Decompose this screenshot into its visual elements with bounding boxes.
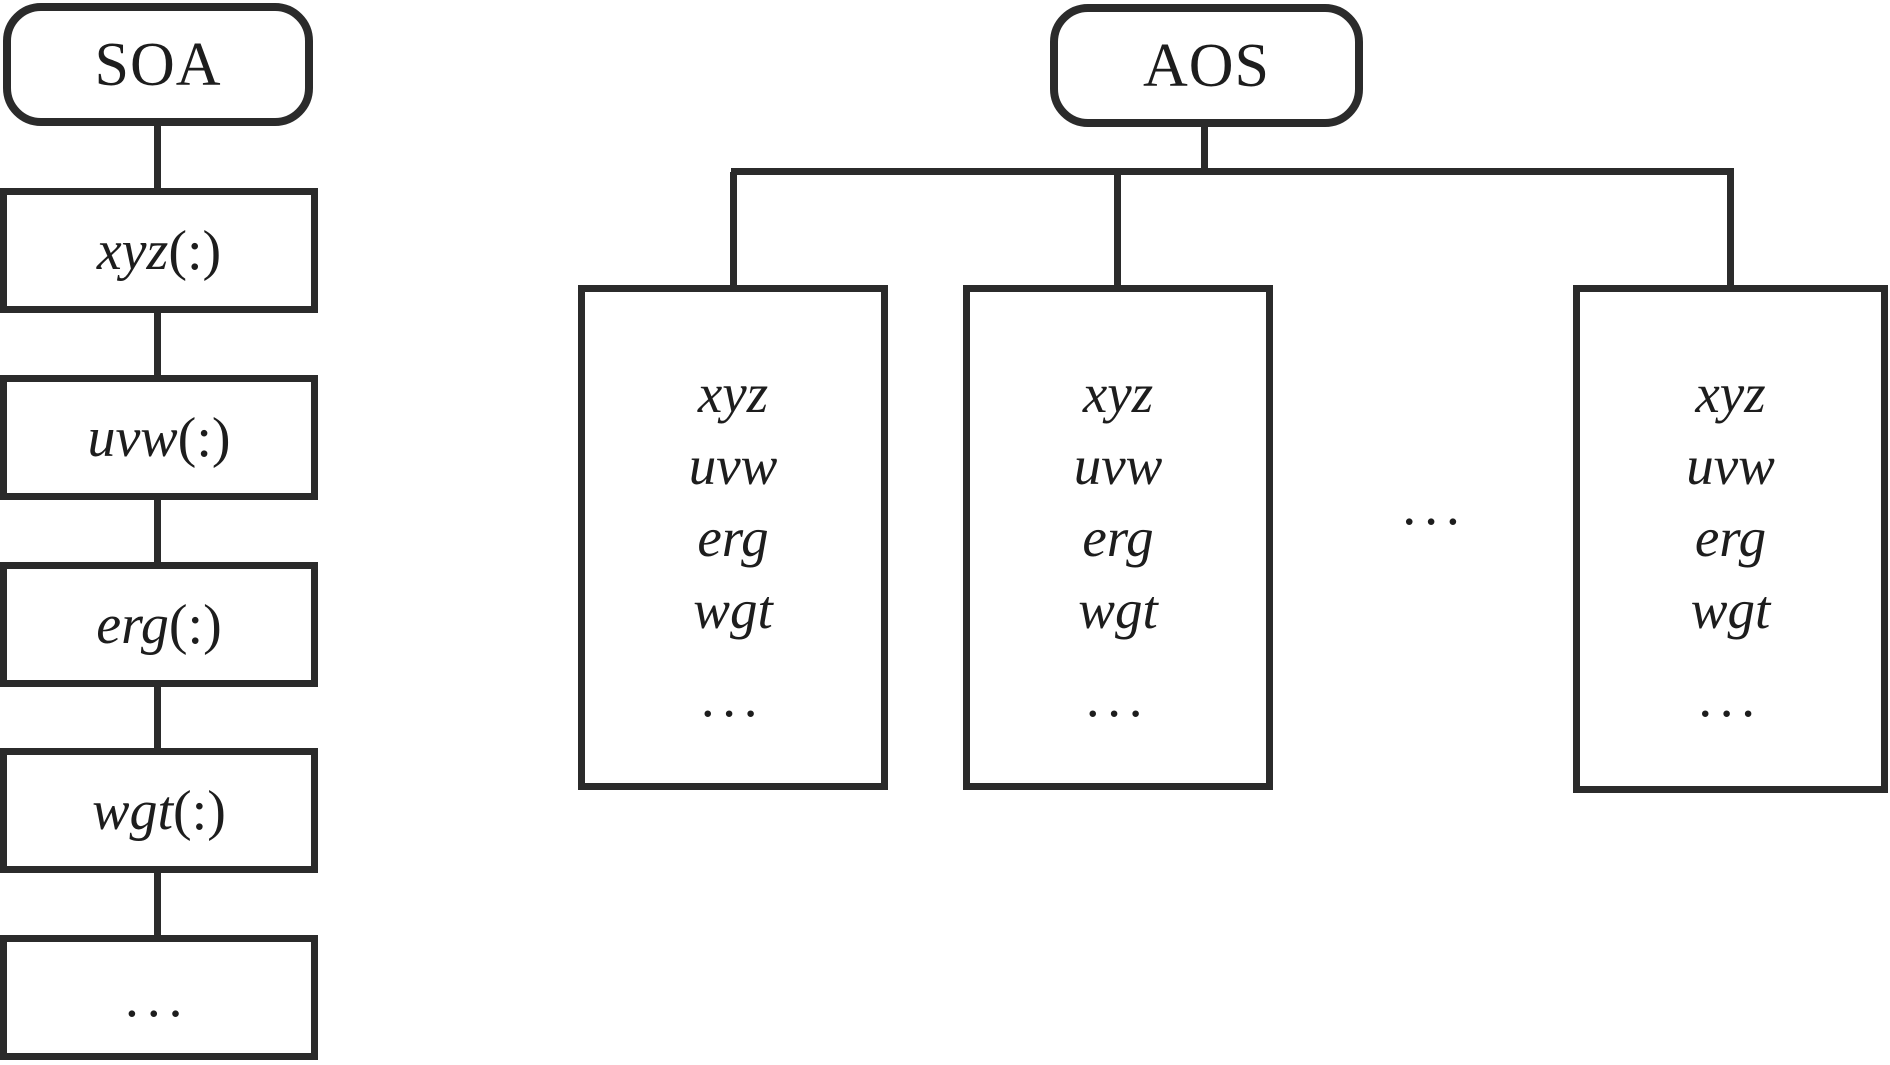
record-field: uvw bbox=[1073, 435, 1163, 496]
field-suffix: (:) bbox=[168, 219, 222, 282]
record-field: uvw bbox=[1686, 435, 1775, 496]
record-field: wgt bbox=[693, 579, 773, 640]
aos-root-stem bbox=[1201, 125, 1208, 172]
record-field: xyz bbox=[1082, 363, 1154, 424]
soa-connector bbox=[154, 685, 161, 750]
soa-field-label: uvw(:) bbox=[87, 410, 230, 466]
record-ellipsis: ... bbox=[1698, 667, 1763, 728]
soa-field-label: wgt(:) bbox=[92, 783, 226, 839]
soa-field-box-wgt: wgt(:) bbox=[0, 748, 318, 873]
field-name: erg bbox=[96, 593, 169, 656]
aos-title: AOS bbox=[1142, 31, 1271, 100]
record-field: wgt bbox=[1690, 579, 1771, 640]
record-field: erg bbox=[1694, 507, 1767, 568]
soa-field-box-uvw: uvw(:) bbox=[0, 375, 318, 500]
soa-field-label: erg(:) bbox=[96, 597, 221, 653]
soa-field-label: xyz(:) bbox=[97, 223, 221, 279]
aos-branch-drop-3 bbox=[1727, 172, 1734, 289]
field-name: uvw bbox=[87, 406, 178, 469]
soa-connector bbox=[154, 871, 161, 937]
soa-field-box-erg: erg(:) bbox=[0, 562, 318, 687]
soa-root-box: SOA bbox=[3, 3, 313, 126]
field-name: wgt bbox=[92, 779, 174, 842]
record-field: xyz bbox=[697, 363, 769, 424]
soa-connector bbox=[154, 311, 161, 377]
aos-branch-line bbox=[731, 168, 1734, 175]
record-ellipsis: ... bbox=[700, 667, 766, 728]
soa-field-box-xyz: xyz(:) bbox=[0, 188, 318, 313]
record-ellipsis: ... bbox=[1085, 667, 1151, 728]
aos-record-box-2: xyz uvw erg wgt ... bbox=[963, 285, 1273, 790]
record-field: wgt bbox=[1078, 579, 1158, 640]
aos-root-box: AOS bbox=[1050, 4, 1363, 127]
aos-columns-ellipsis: ... bbox=[1402, 475, 1468, 537]
aos-branch-drop-1 bbox=[730, 172, 737, 289]
field-name: xyz bbox=[96, 219, 169, 282]
aos-record-box-3: xyz uvw erg wgt ... bbox=[1573, 285, 1888, 793]
soa-field-label: ... bbox=[126, 970, 192, 1026]
field-suffix: (:) bbox=[168, 593, 222, 656]
record-field: erg bbox=[1082, 507, 1154, 568]
soa-title: SOA bbox=[94, 30, 222, 99]
aos-branch-drop-2 bbox=[1114, 172, 1121, 289]
field-suffix: (:) bbox=[177, 406, 231, 469]
record-field: uvw bbox=[688, 435, 778, 496]
field-suffix: (:) bbox=[173, 779, 226, 842]
field-name: ... bbox=[126, 966, 192, 1029]
aos-record-box-1: xyz uvw erg wgt ... bbox=[578, 285, 888, 790]
record-field: xyz bbox=[1695, 363, 1766, 424]
soa-connector bbox=[154, 124, 161, 190]
soa-connector bbox=[154, 498, 161, 564]
record-field: erg bbox=[697, 507, 769, 568]
soa-field-box-more: ... bbox=[0, 935, 318, 1060]
